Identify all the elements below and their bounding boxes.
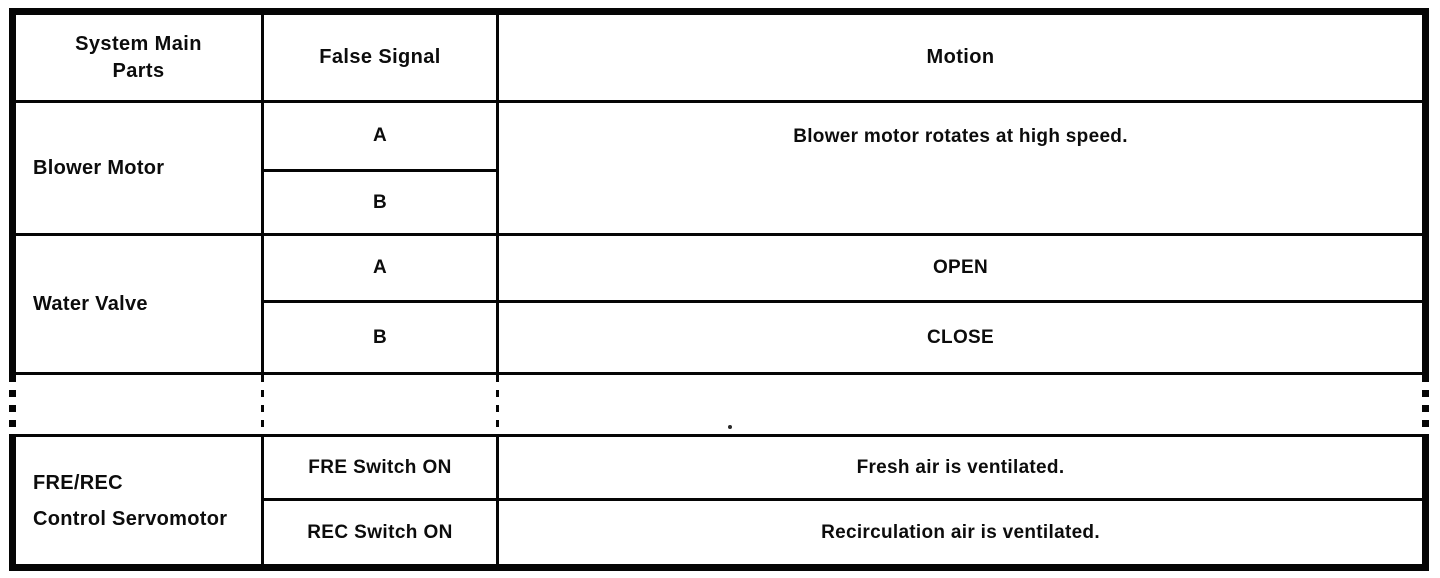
header-system-main-parts-line1: System Main bbox=[75, 32, 202, 55]
scan-artifact-dot bbox=[728, 425, 732, 429]
header-cell-motion: Motion bbox=[926, 46, 995, 68]
dashed-border-left bbox=[9, 375, 16, 434]
cell-signal-blower-a: A bbox=[264, 103, 496, 172]
group-blower-right: A B Blower motor rotates at high speed. bbox=[264, 103, 1422, 233]
group-water-right: A OPEN B CLOSE bbox=[264, 236, 1422, 372]
cell-signal-water-b: B bbox=[264, 303, 499, 372]
water-subrow-a: A OPEN bbox=[264, 236, 1422, 303]
header-row: System Main Parts False Signal Motion bbox=[9, 15, 1429, 103]
water-subrow-b: B CLOSE bbox=[264, 303, 1422, 372]
cell-motion-recirculation-air: Recirculation air is ventilated. bbox=[821, 521, 1100, 543]
false-signal-motion-table: System Main Parts False Signal Motion Bl… bbox=[9, 8, 1429, 571]
header-system-main-parts-line2: Parts bbox=[112, 59, 165, 82]
cell-part-fre-rec-servomotor: FRE/REC Control Servomotor bbox=[16, 437, 264, 564]
part-fre-rec-line2: Control Servomotor bbox=[33, 507, 228, 530]
servo-subrow-rec: REC Switch ON Recirculation air is venti… bbox=[264, 501, 1422, 564]
servo-subrow-fre: FRE Switch ON Fresh air is ventilated. bbox=[264, 437, 1422, 501]
cell-signal-rec-switch-on: REC Switch ON bbox=[264, 501, 499, 564]
cell-part-blower-motor: Blower Motor bbox=[16, 103, 264, 233]
blower-signal-stack: A B bbox=[264, 103, 499, 233]
part-fre-rec-line1: FRE/REC bbox=[33, 471, 123, 494]
group-blower-motor: Blower Motor A B Blower motor rotates at… bbox=[9, 103, 1429, 236]
header-cell-false-signal: False Signal bbox=[264, 15, 499, 100]
header-cell-system-main-parts: System Main Parts bbox=[16, 15, 264, 100]
cell-signal-fre-switch-on: FRE Switch ON bbox=[264, 437, 499, 498]
cell-motion-water-close: CLOSE bbox=[927, 326, 994, 348]
cell-motion-blower-merged: Blower motor rotates at high speed. bbox=[793, 126, 1128, 147]
cell-signal-water-a: A bbox=[264, 236, 499, 300]
dashed-divider-col1 bbox=[261, 375, 264, 434]
dashed-border-right bbox=[1422, 375, 1429, 434]
cell-motion-fresh-air: Fresh air is ventilated. bbox=[856, 456, 1065, 478]
group-water-valve: Water Valve A OPEN B CLOSE bbox=[9, 236, 1429, 372]
omitted-rows-separator bbox=[9, 372, 1429, 437]
group-servo-right: FRE Switch ON Fresh air is ventilated. R… bbox=[264, 437, 1422, 564]
cell-signal-blower-b: B bbox=[372, 191, 388, 213]
dashed-divider-col2 bbox=[496, 375, 499, 434]
cell-part-water-valve: Water Valve bbox=[16, 236, 264, 372]
cell-motion-water-open: OPEN bbox=[932, 257, 989, 278]
group-fre-rec-servomotor: FRE/REC Control Servomotor FRE Switch ON… bbox=[9, 437, 1429, 564]
